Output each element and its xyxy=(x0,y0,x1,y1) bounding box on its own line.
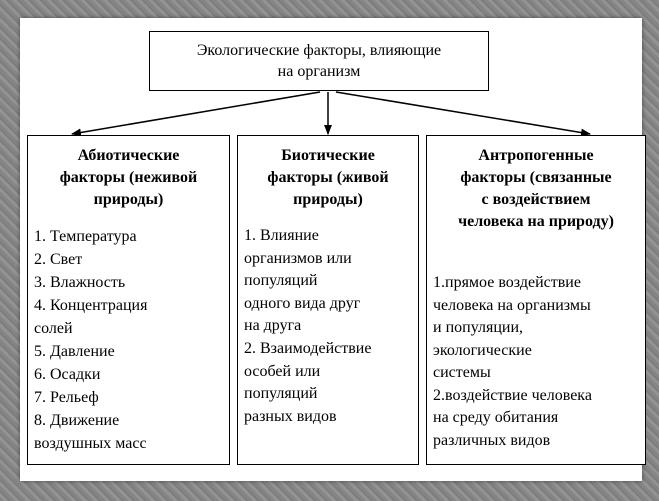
abiotic-list: 1. Температура 2. Свет 3. Влажность 4. К… xyxy=(28,225,229,455)
list-item: 2.воздействие человека на среду обитания… xyxy=(433,386,592,449)
list-item: 4. Концентрация солей xyxy=(34,297,148,337)
biotic-list: 1. Влияние организмов или популяций одно… xyxy=(238,225,418,428)
list-item: 2. Взаимодействие особей или популяций р… xyxy=(244,339,372,425)
abiotic-title: Абиотические факторы (неживой природы) xyxy=(59,147,198,208)
anthropogenic-list: 1.прямое воздействие человека на организ… xyxy=(427,272,645,452)
biotic-title: Биотические факторы (живой природы) xyxy=(267,147,389,208)
list-item: 1.прямое воздействие человека на организ… xyxy=(433,274,591,381)
abiotic-factors-box: Абиотические факторы (неживой природы) 1… xyxy=(27,135,230,465)
list-item: 8. Движение воздушных масс xyxy=(34,412,147,452)
arrow-to-abiotic xyxy=(71,91,321,137)
biotic-factors-box: Биотические факторы (живой природы) 1. В… xyxy=(237,135,419,465)
list-item: 3. Влажность xyxy=(34,274,126,291)
root-title: Экологические факторы, влияющие на орган… xyxy=(196,42,442,80)
arrow-to-anthropogenic xyxy=(335,91,591,137)
anthropogenic-title: Антропогенные факторы (связанные с возде… xyxy=(458,147,614,230)
root-box: Экологические факторы, влияющие на орган… xyxy=(149,31,489,91)
list-item: 5. Давление xyxy=(34,343,115,360)
list-item: 7. Рельеф xyxy=(34,389,99,406)
anthropogenic-factors-box: Антропогенные факторы (связанные с возде… xyxy=(426,135,646,465)
list-item: 6. Осадки xyxy=(34,366,101,383)
list-item: 1. Температура xyxy=(34,228,137,245)
list-item: 2. Свет xyxy=(34,251,83,268)
list-item: 1. Влияние организмов или популяций одно… xyxy=(244,227,361,335)
